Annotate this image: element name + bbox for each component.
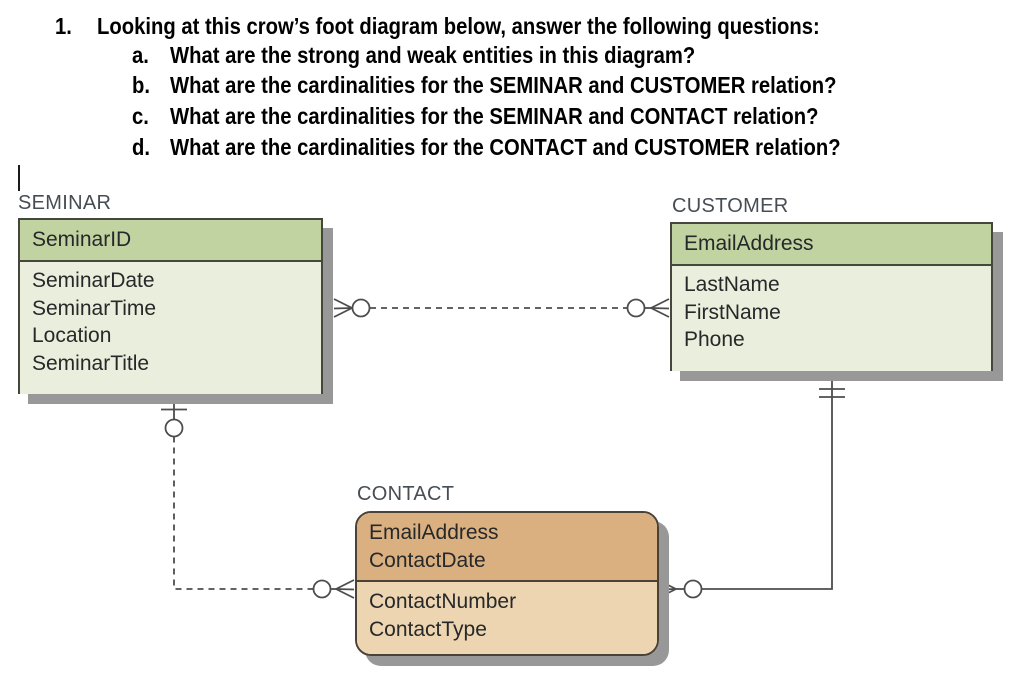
entity-customer: EmailAddress LastName FirstName Phone xyxy=(670,222,993,371)
sub-question-b-label: b. xyxy=(132,72,150,98)
crow-foot-many-icon xyxy=(333,298,353,318)
sub-question-a-label: a. xyxy=(132,42,149,68)
attribute: ContactType xyxy=(369,617,487,641)
dashed-line xyxy=(173,436,313,590)
crow-foot-many-icon xyxy=(657,579,677,599)
relationship-contact-customer xyxy=(657,371,845,599)
attribute: SeminarTitle xyxy=(32,351,150,375)
optional-circle-icon xyxy=(164,418,184,438)
attribute: ContactNumber xyxy=(369,590,517,613)
attribute: SeminarTime xyxy=(32,296,157,320)
sub-question-d-label: d. xyxy=(132,134,150,160)
optional-circle-icon xyxy=(626,298,646,318)
entity-seminar-attribute-section: SeminarDate SeminarTime Location Seminar… xyxy=(20,262,321,394)
optional-circle-icon xyxy=(683,579,703,599)
key-attribute: EmailAddress xyxy=(684,232,814,256)
attribute: SeminarDate xyxy=(32,269,155,292)
crow-foot-many-icon xyxy=(335,579,355,599)
key-attribute: SeminarID xyxy=(32,228,132,252)
entity-customer-title: CUSTOMER xyxy=(672,195,789,217)
entity-contact-attribute-section: ContactNumber ContactType xyxy=(357,582,657,654)
optional-circle-icon xyxy=(312,579,332,599)
entity-customer-key-section: EmailAddress xyxy=(672,224,991,266)
entity-contact-title: CONTACT xyxy=(357,483,455,505)
entity-seminar: SeminarID SeminarDate SeminarTime Locati… xyxy=(18,218,323,394)
entity-customer-attribute-section: LastName FirstName Phone xyxy=(672,266,991,371)
attribute: Phone xyxy=(684,328,745,351)
sub-question-c-text: What are the cardinalities for the SEMIN… xyxy=(170,103,819,129)
sub-question-a-text: What are the strong and weak entities in… xyxy=(170,42,696,68)
question-text: Looking at this crow’s foot diagram belo… xyxy=(97,13,820,39)
entity-contact-key-section: EmailAddress ContactDate xyxy=(357,513,657,582)
entity-contact: EmailAddress ContactDate ContactNumber C… xyxy=(355,511,659,656)
attribute: Location xyxy=(32,324,112,347)
sub-question-d-text: What are the cardinalities for the CONTA… xyxy=(170,134,841,160)
question-number: 1. xyxy=(55,13,72,39)
crow-foot-many-icon xyxy=(650,298,670,318)
solid-line xyxy=(701,371,833,590)
attribute: LastName xyxy=(684,273,780,296)
relationship-seminar-contact xyxy=(161,396,355,599)
sub-question-b-text: What are the cardinalities for the SEMIN… xyxy=(170,72,837,98)
entity-seminar-key-section: SeminarID xyxy=(20,220,321,262)
optional-circle-icon xyxy=(351,298,371,318)
key-attribute: ContactDate xyxy=(369,548,486,572)
relationship-seminar-customer xyxy=(333,298,670,318)
sub-question-c-label: c. xyxy=(132,103,149,129)
entity-seminar-title: SEMINAR xyxy=(18,192,112,214)
text-cursor xyxy=(18,165,20,191)
attribute: FirstName xyxy=(684,300,781,324)
key-attribute: EmailAddress xyxy=(369,521,499,544)
